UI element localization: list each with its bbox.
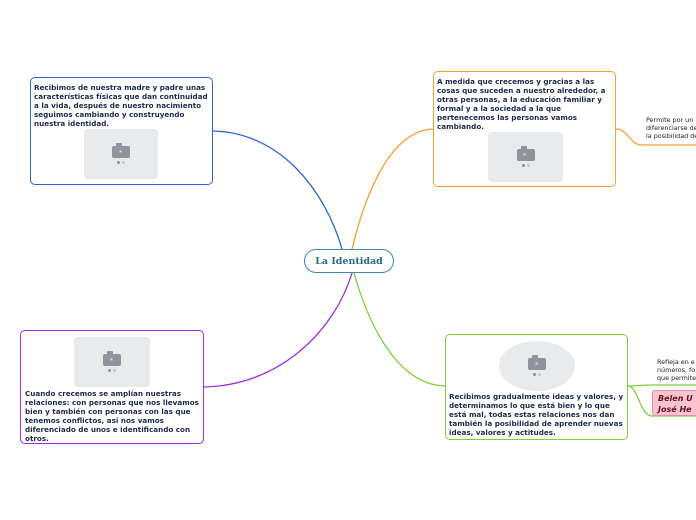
subtopic-line: José He	[658, 405, 692, 414]
topic-text: A medida que crecemos y gracias a las co…	[437, 77, 606, 131]
image-placeholder	[488, 132, 563, 182]
central-topic-label: La Identidad	[315, 255, 383, 267]
camera-icon	[112, 143, 130, 158]
subtopic-line: la posibilidad de	[646, 132, 696, 141]
connector-bottom-right-sub	[627, 384, 696, 387]
camera-icon	[103, 351, 121, 366]
image-placeholder	[84, 129, 158, 179]
subtopic-top-right[interactable]: Permite por un diferenciarse de la posib…	[646, 116, 696, 141]
subtopic-line: que permite	[657, 374, 696, 383]
connector-top-left	[211, 130, 343, 250]
image-placeholder	[499, 341, 575, 391]
topic-node-top-right[interactable]: A medida que crecemos y gracias a las co…	[433, 71, 616, 187]
subtopic-line: diferenciarse de	[646, 124, 696, 133]
topic-text: Recibimos gradualmente ideas y valores, …	[449, 392, 624, 437]
topic-text: Recibimos de nuestra madre y padre unas …	[34, 83, 208, 128]
subtopic-line: Permite por un	[646, 116, 694, 124]
camera-icon	[528, 355, 546, 370]
image-placeholder	[74, 337, 150, 387]
subtopic-line: Belen U	[658, 394, 693, 403]
subtopic-bottom-right[interactable]: Refleja en e números, fo que permite	[657, 358, 696, 383]
subtopic-line: Refleja en e	[657, 358, 695, 366]
central-topic[interactable]: La Identidad	[304, 249, 394, 273]
connector-bottom-right-pink	[627, 385, 696, 417]
connector-top-right	[351, 128, 435, 250]
subtopic-line: números, fo	[657, 366, 696, 375]
topic-node-bottom-right[interactable]: Recibimos gradualmente ideas y valores, …	[445, 334, 628, 440]
connector-top-right-sub	[615, 128, 696, 146]
connector-bottom-left	[202, 272, 353, 388]
camera-icon	[516, 146, 535, 161]
topic-node-bottom-left[interactable]: Cuando crecemos se amplían nuestras rela…	[20, 330, 204, 444]
topic-text: Cuando crecemos se amplían nuestras rela…	[25, 389, 199, 443]
topic-node-top-left[interactable]: Recibimos de nuestra madre y padre unas …	[30, 77, 213, 185]
connector-bottom-right	[353, 272, 446, 387]
subtopic-pink-box[interactable]: Belen U José He	[652, 390, 696, 416]
